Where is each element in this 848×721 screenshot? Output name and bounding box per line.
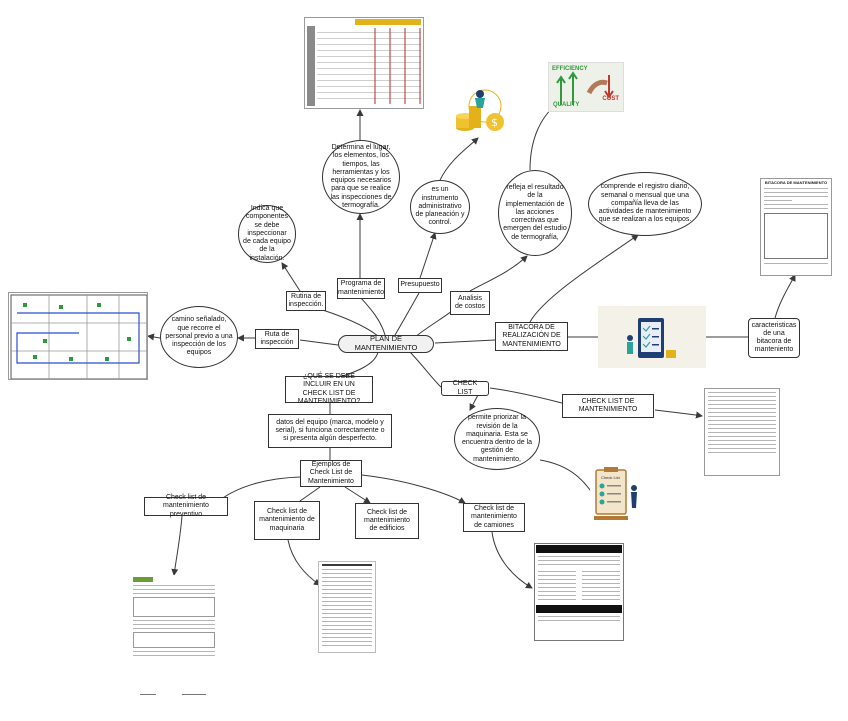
checklist-card-label: Check List [601, 475, 620, 480]
link-center-bitacora [434, 339, 496, 344]
determina-node[interactable]: Determina el lugar, los elementos, los t… [322, 140, 400, 214]
link-preventivo-doc [171, 515, 183, 576]
link-center-incluir [339, 351, 379, 378]
link-caracteristicas-doc [774, 274, 796, 319]
link-analisis-refleja [469, 255, 528, 292]
camino-node[interactable]: camino señalado, que recorre el personal… [160, 306, 238, 368]
camiones-label: Check list de mantenimiento de camiones [471, 505, 517, 529]
maquinaria-node[interactable]: Check list de mantenimiento de maquinari… [254, 501, 320, 540]
dollar-icon: $ [491, 116, 498, 129]
link-instrumento-coins [439, 137, 479, 181]
edificios-node[interactable]: Check list de mantenimiento de edificios [355, 503, 419, 539]
inspection-route-map-image [8, 292, 148, 380]
link-center-checklist [409, 351, 443, 389]
maintenance-log-document-image: BITACORA DE MANTENIMIENTO [760, 178, 832, 276]
caracteristicas-node[interactable]: caracteristicas de una bitacora de mante… [748, 318, 800, 358]
coins-icon: $ [456, 89, 504, 131]
presupuesto-label: Presupuesto [400, 281, 440, 289]
link-presupuesto-instrumento [419, 232, 437, 279]
bitacora-doc-title: BITACORA DE MANTENIMIENTO [764, 180, 828, 185]
checklist-document-image [704, 388, 780, 476]
check-list-mantenimiento-node[interactable]: CHECK LIST DE MANTENIMIENTO [562, 394, 654, 418]
link-checklist-mantenimiento [489, 387, 563, 404]
analisis-node[interactable]: Analisis de costos [450, 291, 490, 315]
camiones-node[interactable]: Check list de mantenimiento de camiones [463, 503, 525, 532]
link-mantenimiento-doc [654, 409, 703, 419]
checklist-clipboard-image: Check List [590, 464, 642, 526]
comprende-label: comprende el registro diario, semanal o … [598, 183, 692, 224]
comprende-node[interactable]: comprende el registro diario, semanal o … [588, 172, 702, 236]
link-bitacora-comprende [529, 234, 639, 323]
analisis-label: Analisis de costos [455, 294, 485, 310]
link-maquinaria-doc [287, 539, 321, 586]
refleja-label: refleja el resultado de la implementació… [503, 184, 567, 241]
check-list-label: CHECK LIST [452, 380, 478, 396]
inspection-schedule-table-image [304, 17, 424, 109]
link-ejemplos-camiones [361, 474, 466, 504]
ejemplos-node[interactable]: Ejemplos de Check List de Mantenimiento [300, 460, 362, 487]
preventivo-label: Check list de mantenimiento preventivo [163, 494, 209, 518]
preventive-footer-marks [136, 692, 216, 698]
cost-word: COST [602, 96, 619, 102]
link-center-presupuesto [394, 292, 420, 336]
maintenance-worker-image [598, 306, 706, 368]
edificios-label: Check list de mantenimiento de edificios [364, 508, 410, 533]
link-camiones-doc [491, 531, 533, 589]
permite-label: permite priorizar la revisión de la maqu… [461, 414, 533, 463]
caracteristicas-label: caracteristicas de una bitacora de mante… [751, 321, 797, 354]
instrumento-label: es un instrumento administrativo de plan… [415, 186, 465, 227]
check-list-node[interactable]: CHECK LIST [441, 380, 489, 396]
machinery-checklist-doc-image [318, 561, 376, 653]
clipboard-icon [594, 467, 637, 520]
determina-label: Determina el lugar, los elementos, los t… [330, 144, 392, 209]
rutina-label: Rutina de inspección. [288, 292, 324, 308]
cost-quality-efficiency-image: EFFICIENCY COST QUALITY [548, 62, 624, 112]
que-incluir-node[interactable]: ¿QUÉ SE DEBE INCLUIR EN UN CHECK LIST DE… [285, 373, 373, 405]
ruta-label: Ruta de inspección [260, 330, 294, 346]
datos-equipo-node[interactable]: datos del equipo (marca, modelo y serial… [268, 414, 392, 448]
link-center-programa [360, 297, 386, 336]
quality-word: QUALITY [553, 102, 580, 108]
programa-node[interactable]: Programa de mantenimiento [337, 278, 385, 299]
link-ejemplos-preventivo [219, 476, 301, 501]
rutina-node[interactable]: Rutina de inspección. [286, 291, 326, 311]
checklist-board-icon [627, 318, 676, 358]
link-ejemplos-maquinaria [299, 486, 321, 502]
floor-plan-icon [10, 294, 147, 379]
indica-node[interactable]: Indica que componentes se debe inspeccio… [238, 205, 296, 263]
coins-investment-image: $ [455, 84, 510, 136]
camino-label: camino señalado, que recorre el personal… [165, 316, 233, 357]
up-arrow-icons [556, 71, 614, 105]
link-camino-map [147, 333, 161, 341]
link-checklist-permite [469, 394, 479, 411]
ejemplos-label: Ejemplos de Check List de Mantenimiento [308, 461, 354, 485]
presupuesto-node[interactable]: Presupuesto [398, 278, 442, 293]
datos-equipo-label: datos del equipo (marca, modelo y serial… [275, 418, 385, 443]
check-list-mantenimiento-label: CHECK LIST DE MANTENIMIENTO [578, 397, 638, 413]
indica-label: Indica que componentes se debe inspeccio… [243, 205, 291, 262]
programa-label: Programa de mantenimiento [338, 280, 384, 296]
instrumento-node[interactable]: es un instrumento administrativo de plan… [410, 180, 470, 234]
center-label: PLAN DE MANTENIMIENTO [354, 334, 418, 352]
efficiency-word: EFFICIENCY [552, 66, 588, 72]
center-node[interactable]: PLAN DE MANTENIMIENTO [338, 334, 434, 353]
refleja-node[interactable]: refleja el resultado de la implementació… [498, 170, 572, 256]
que-incluir-label: ¿QUÉ SE DEBE INCLUIR EN UN CHECK LIST DE… [297, 373, 361, 405]
link-rutina-indica [281, 262, 301, 292]
preventivo-node[interactable]: Check list de mantenimiento preventivo [144, 494, 228, 518]
bitacora-label: BITACORA DE REALIZACIÓN DE MANTENIMIENTO [502, 324, 561, 348]
link-center-ruta [299, 339, 339, 346]
link-ejemplos-edificios [344, 486, 371, 504]
truck-checklist-doc-image [534, 543, 624, 641]
preventive-checklist-doc-image [130, 575, 218, 667]
ruta-node[interactable]: Ruta de inspección [255, 329, 299, 349]
bitacora-node[interactable]: BITACORA DE REALIZACIÓN DE MANTENIMIENTO [495, 322, 568, 351]
maquinaria-label: Check list de mantenimiento de maquinari… [259, 508, 315, 532]
permite-node[interactable]: permite priorizar la revisión de la maqu… [454, 408, 540, 470]
